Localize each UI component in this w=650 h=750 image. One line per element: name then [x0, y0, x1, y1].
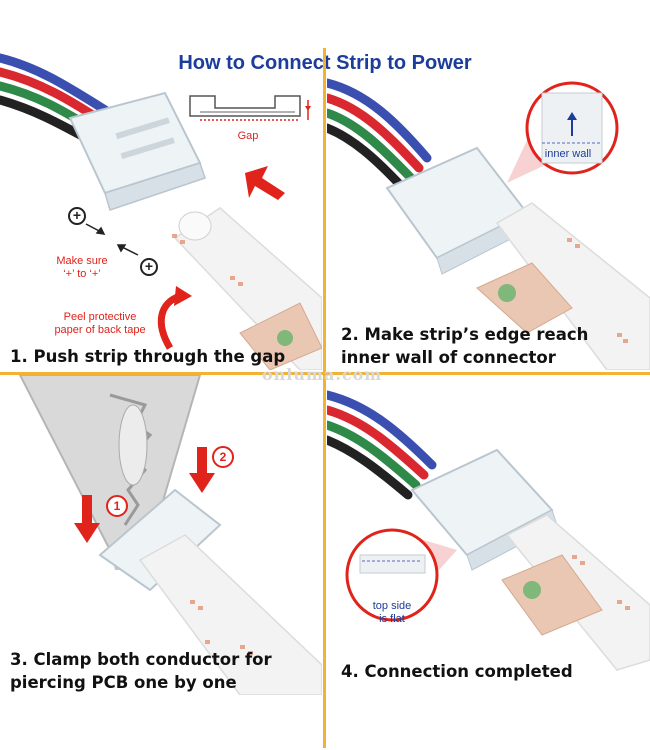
- backing-tape: [239, 302, 322, 370]
- horizontal-divider: [0, 372, 650, 375]
- connector-body: [385, 146, 533, 275]
- step-marker-1: 1: [106, 495, 128, 517]
- peel-arrow: [157, 286, 192, 350]
- peel-label: Peel protective paper of back tape: [40, 311, 160, 337]
- connector-body: [68, 91, 206, 211]
- step-marker-2: 2: [212, 446, 234, 468]
- make-sure-line-2: ‘+’ to ‘+’: [63, 268, 101, 280]
- make-sure-label: Make sure ‘+’ to ‘+’: [42, 255, 122, 281]
- step-2-caption-line-1: 2. Make strip’s edge reach: [341, 325, 589, 344]
- peel-line-1: Peel protective: [63, 311, 137, 323]
- wire-bundle: [327, 390, 437, 500]
- led-strip: [138, 534, 322, 695]
- inner-wall-callout: [507, 81, 619, 183]
- top-side-label: top side is flat: [357, 600, 427, 626]
- down-arrow-1: [74, 495, 100, 543]
- top-side-line-2: is flat: [379, 613, 405, 625]
- step-4-caption: 4. Connection completed: [341, 662, 573, 681]
- push-arrow: [245, 166, 285, 200]
- down-arrow-2: [189, 447, 215, 493]
- inner-wall-label: inner wall: [544, 148, 592, 160]
- gap-label: Gap: [237, 130, 259, 142]
- plus-icon: +: [140, 258, 158, 276]
- step-3-caption-line-1: 3. Clamp both conductor for: [10, 650, 272, 669]
- polarity-arrows: [85, 223, 139, 256]
- step-2-caption-line-2: inner wall of connector: [341, 348, 556, 367]
- panel-4-illustration: [327, 390, 650, 671]
- step-2-caption: 2. Make strip’s edge reach inner wall of…: [341, 323, 588, 369]
- watermark: onluma.com: [262, 365, 383, 384]
- backing-tape: [476, 262, 573, 334]
- wire-bundle: [327, 78, 432, 193]
- step-1-caption: 1. Push strip through the gap: [10, 347, 286, 366]
- peel-line-2: paper of back tape: [54, 324, 146, 336]
- vertical-divider: [323, 48, 326, 748]
- gap-diagram: [189, 95, 311, 121]
- panel-3-illustration: [18, 375, 322, 695]
- step-3-caption: 3. Clamp both conductor for piercing PCB…: [10, 648, 272, 694]
- panel-1-illustration: [0, 53, 322, 370]
- panel-2-illustration: [327, 78, 650, 370]
- connector-body: [98, 488, 222, 592]
- make-sure-line-1: Make sure: [56, 255, 108, 267]
- step-3-caption-line-2: piercing PCB one by one: [10, 673, 237, 692]
- backing-tape: [501, 554, 603, 636]
- led-strip: [495, 202, 650, 370]
- top-side-callout: [345, 528, 457, 622]
- plus-icon: +: [68, 207, 86, 225]
- top-side-line-1: top side: [372, 600, 412, 612]
